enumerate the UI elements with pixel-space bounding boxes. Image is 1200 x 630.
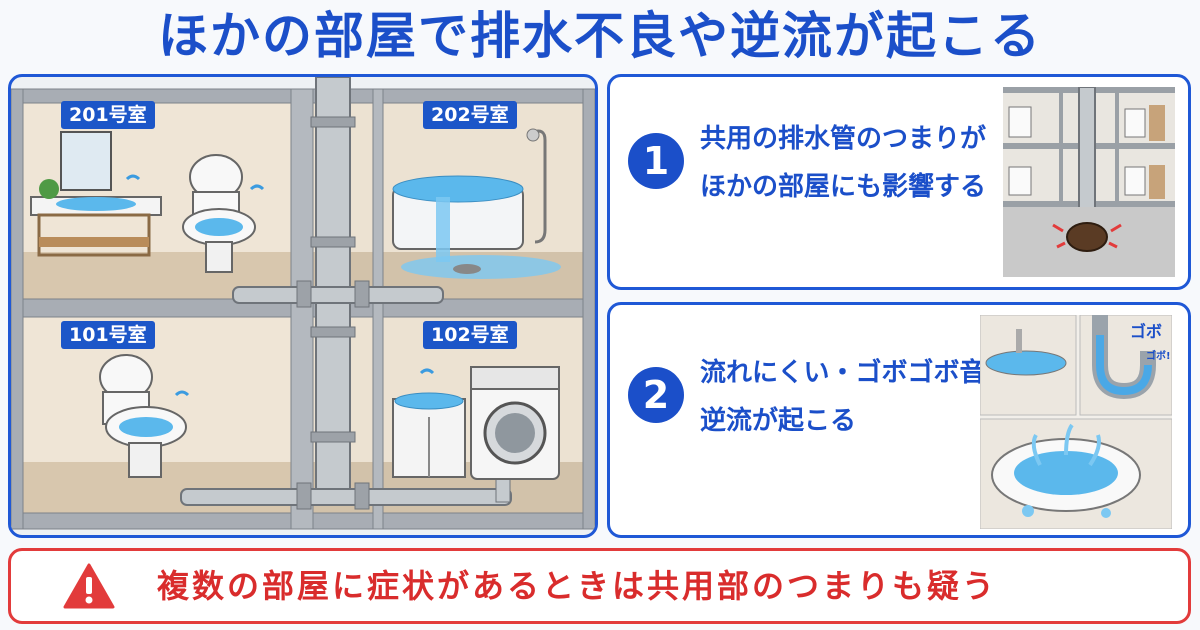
point-2-line1: 流れにくい・ゴボゴボ音・ — [700, 358, 1012, 388]
point-2-line2: 逆流が起こる — [700, 406, 857, 436]
point-card-1: 1 共用の排水管のつまりが ほかの部屋にも影響する — [607, 74, 1191, 290]
point-1-line2: ほかの部屋にも影響する — [700, 172, 987, 202]
point-card-2: 2 流れにくい・ゴボゴボ音・ 逆流が起こる ゴボ ゴボ! — [607, 302, 1191, 538]
room-label-101: 101号室 — [61, 321, 155, 349]
building-illustration: 201号室 202号室 101号室 102号室 — [8, 74, 598, 538]
number-badge-1: 1 — [628, 133, 684, 189]
room-label-102: 102号室 — [423, 321, 517, 349]
point-1-line1: 共用の排水管のつまりが — [700, 124, 987, 154]
clogged-pipe-illustration — [1003, 87, 1175, 277]
sound-effect-small: ゴボ! — [1146, 349, 1171, 362]
point-1-text: 共用の排水管のつまりが ほかの部屋にも影響する — [700, 115, 986, 211]
building-cross-section — [11, 77, 595, 530]
point-2-text: 流れにくい・ゴボゴボ音・ 逆流が起こる — [700, 349, 1011, 445]
room-label-201: 201号室 — [61, 101, 155, 129]
gurgling-backflow-illustration: ゴボ ゴボ! — [980, 315, 1172, 529]
sound-effect-main: ゴボ — [1130, 322, 1162, 341]
number-badge-2: 2 — [628, 367, 684, 423]
warning-banner: 複数の部屋に症状があるときは共用部のつまりも疑う — [8, 548, 1191, 624]
warning-text: 複数の部屋に症状があるときは共用部のつまりも疑う — [157, 567, 998, 605]
room-label-202: 202号室 — [423, 101, 517, 129]
page-title: ほかの部屋で排水不良や逆流が起こる — [158, 7, 1042, 65]
clog-blockage — [1066, 222, 1108, 252]
warning-triangle-icon — [63, 563, 115, 609]
